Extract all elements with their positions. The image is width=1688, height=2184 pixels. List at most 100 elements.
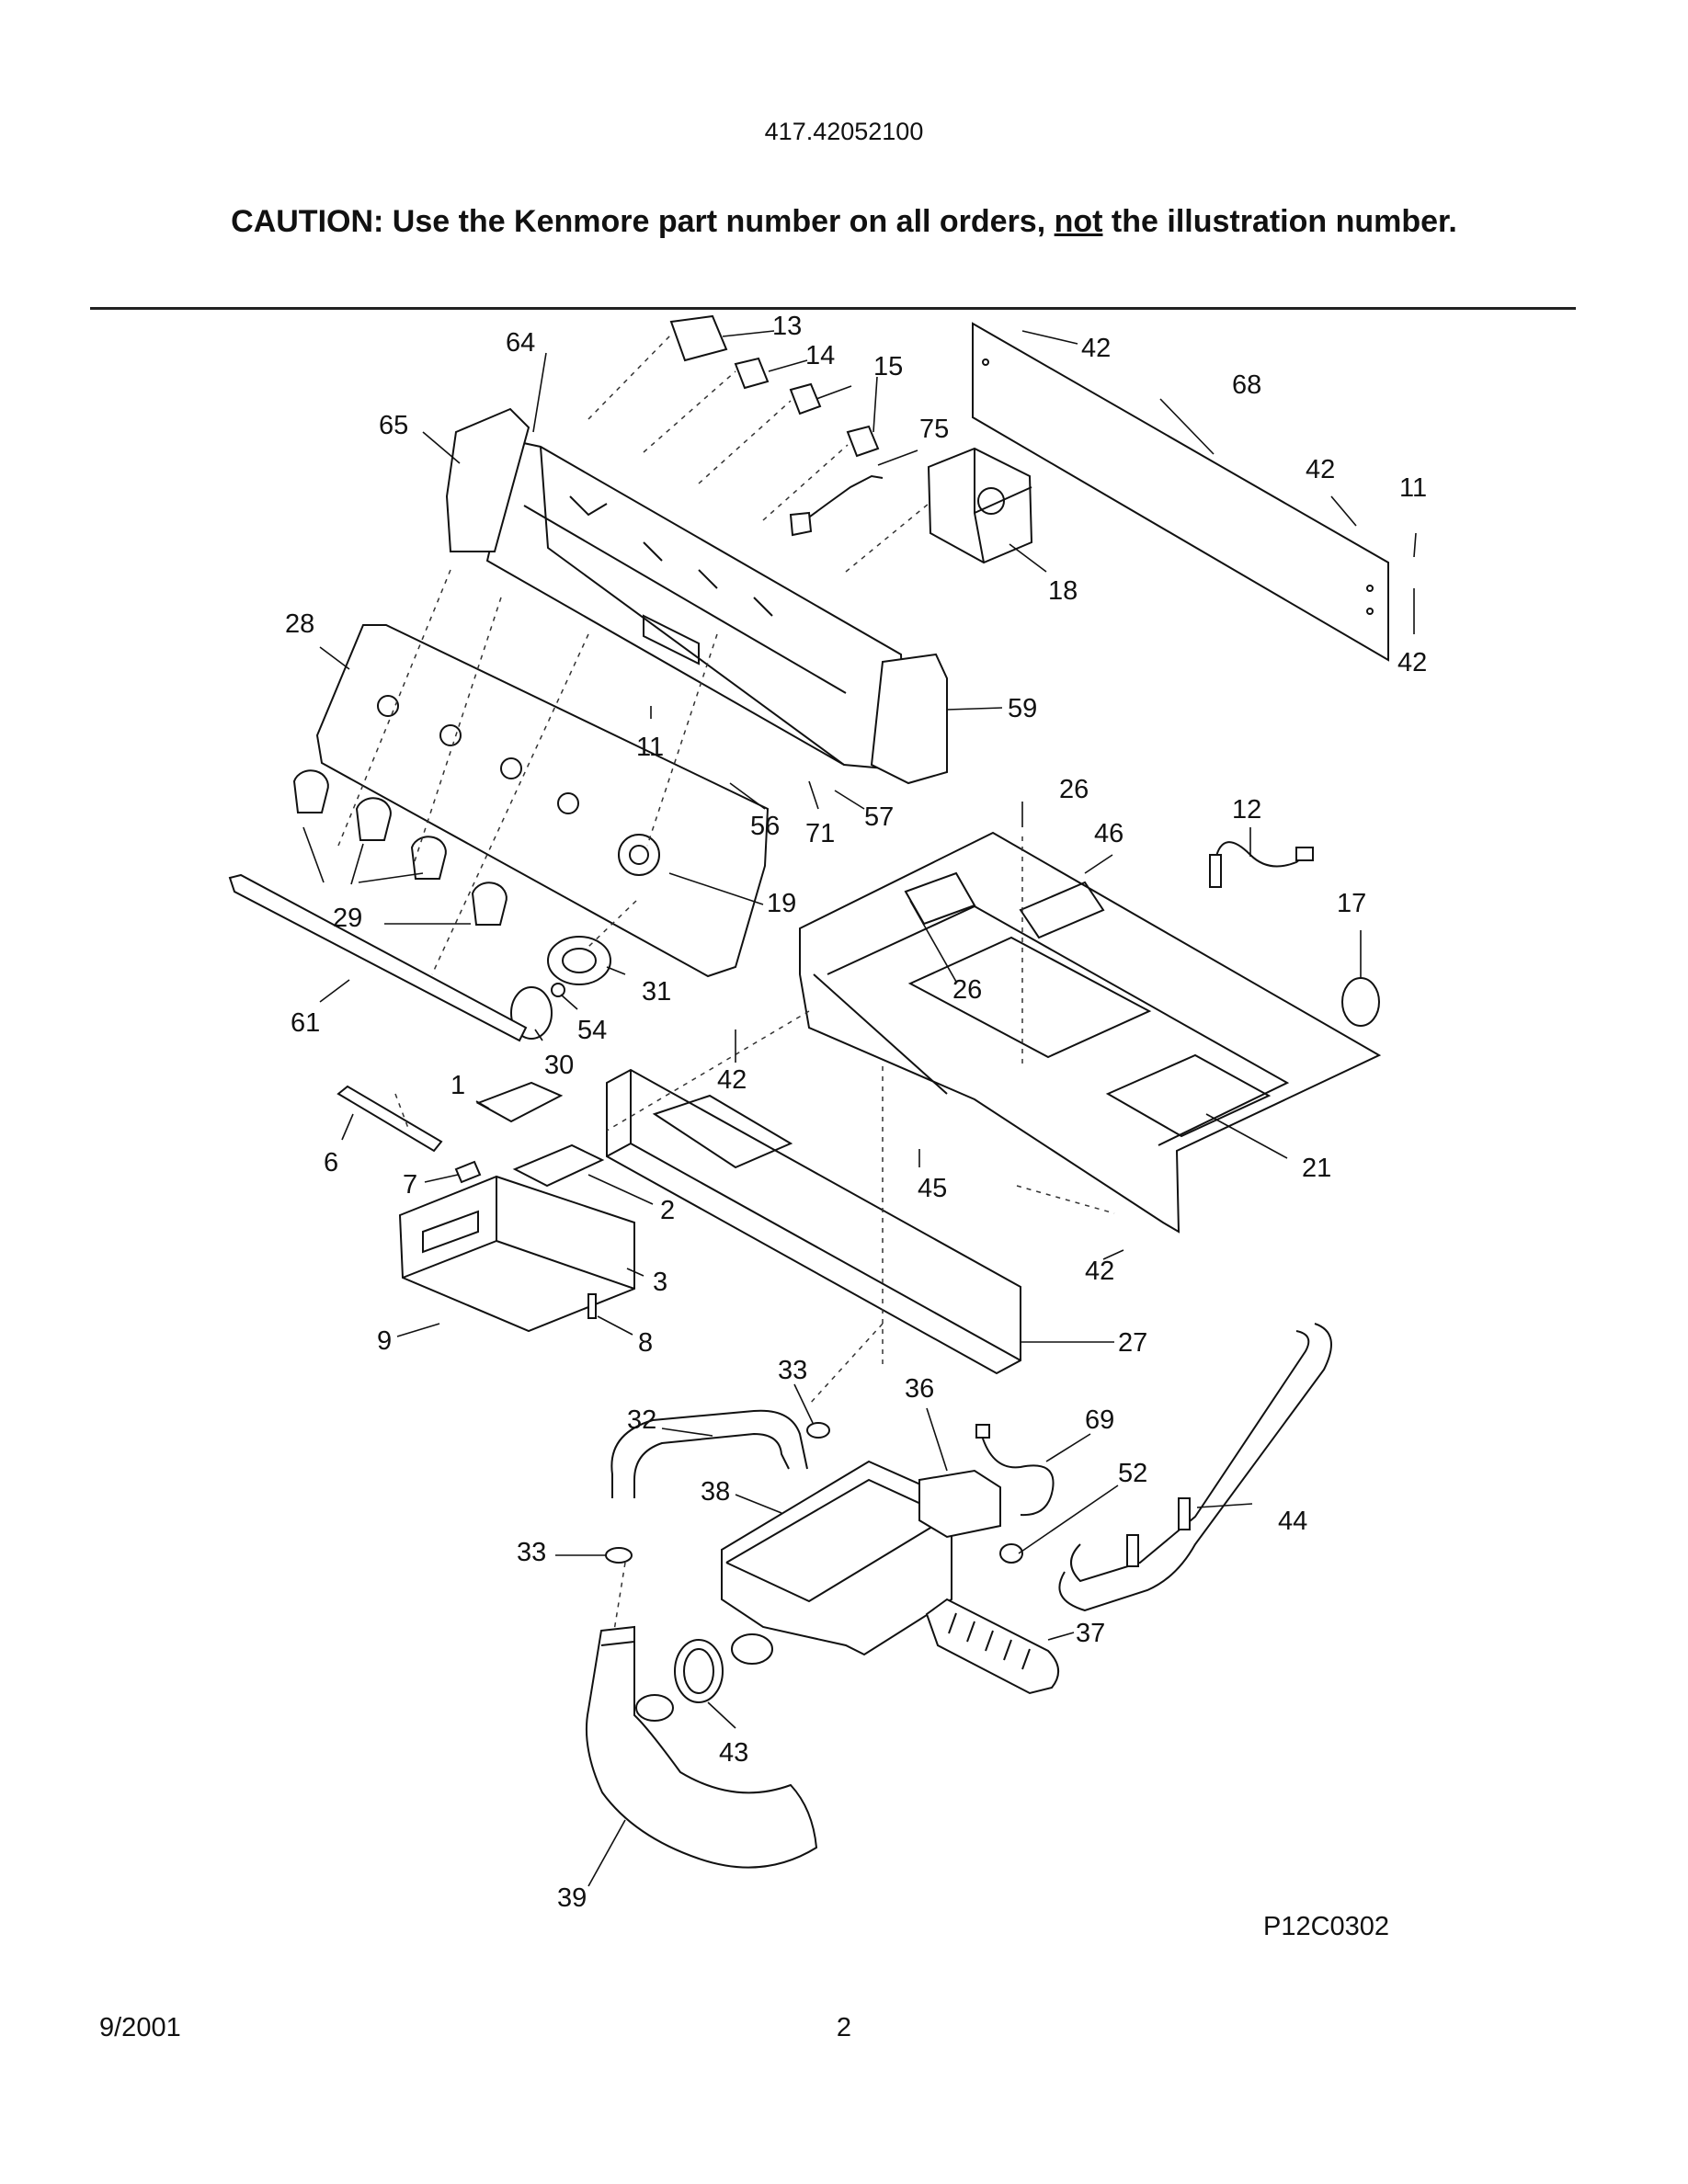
knob-29a [292, 769, 329, 813]
callout: 13 [772, 312, 802, 341]
callout: 6 [324, 1148, 338, 1177]
dispenser-drawer [398, 1175, 635, 1333]
knob-29d [471, 882, 508, 926]
dispenser-lid-1 [475, 1081, 564, 1123]
callout: 65 [379, 411, 408, 440]
callout: 26 [1059, 775, 1089, 804]
pressure-switch-17 [1341, 977, 1380, 1027]
callout: 21 [1302, 1154, 1331, 1183]
header-rule [90, 307, 1576, 310]
knob-29b [355, 797, 392, 841]
callout: 33 [517, 1538, 546, 1567]
callout: 11 [1399, 473, 1427, 503]
rear-panel [972, 322, 1389, 662]
callout-labels: 13 64 14 15 42 68 65 75 42 11 18 28 59 4… [285, 312, 1427, 1913]
spring-7 [454, 1160, 482, 1184]
callout: 12 [1232, 795, 1261, 825]
callout: 42 [1081, 334, 1111, 363]
callout: 45 [918, 1174, 947, 1203]
gasket-43 [674, 1639, 724, 1703]
dispenser-lid-2 [512, 1143, 605, 1188]
vent-duct-39 [585, 1625, 818, 1869]
callout: 30 [544, 1051, 574, 1080]
callout: 64 [506, 328, 535, 358]
callout: 56 [750, 812, 780, 841]
callout: 28 [285, 609, 314, 639]
callout: 8 [638, 1328, 653, 1358]
bellows-hose-37 [925, 1598, 1059, 1695]
callout: 38 [701, 1477, 730, 1507]
overlay-panel [315, 624, 770, 978]
caution-emphasis: not [1054, 204, 1103, 239]
switch-14 [734, 357, 770, 390]
callout: 1 [451, 1071, 465, 1100]
callout: 11 [636, 733, 664, 762]
callout: 15 [873, 352, 903, 381]
mounting-bracket [799, 831, 1382, 1234]
sensor-12 [1215, 841, 1306, 882]
callout: 29 [333, 904, 362, 933]
callout: 19 [767, 889, 796, 918]
callout: 71 [805, 819, 835, 848]
leader-lines [302, 330, 1417, 1887]
switch-15b [846, 425, 880, 458]
caution-suffix: the illustration number. [1102, 204, 1457, 239]
callout: 36 [905, 1374, 934, 1404]
caution-notice: CAUTION: Use the Kenmore part number on … [0, 204, 1688, 240]
callout: 46 [1094, 819, 1123, 848]
revision-date: 9/2001 [99, 2013, 181, 2042]
callout: 61 [291, 1008, 320, 1038]
callout: 7 [403, 1170, 417, 1200]
callout: 26 [952, 975, 982, 1005]
callout: 42 [1306, 455, 1335, 484]
clamp-33b [605, 1547, 633, 1564]
callout: 37 [1076, 1619, 1105, 1648]
knob-29c [410, 836, 447, 880]
callout: 2 [660, 1196, 675, 1225]
pin-8 [587, 1293, 597, 1319]
drain-hose-44 [1058, 1323, 1332, 1612]
callout: 68 [1232, 370, 1261, 400]
callout: 52 [1118, 1459, 1147, 1488]
switch-15a [789, 382, 822, 415]
spring-54 [551, 983, 565, 997]
callout: 33 [778, 1356, 807, 1385]
hose-clamp-52 [999, 1543, 1023, 1564]
dispenser-housing [721, 1460, 952, 1656]
console-end-cap-left [445, 407, 530, 552]
siphon-6 [336, 1085, 443, 1153]
callout: 43 [719, 1738, 748, 1768]
callout: 42 [1085, 1257, 1114, 1286]
callout: 44 [1278, 1507, 1307, 1536]
callout: 17 [1337, 889, 1366, 918]
water-valve [918, 1469, 1001, 1539]
callout: 57 [864, 802, 894, 832]
callout: 69 [1085, 1405, 1114, 1435]
callout: 14 [805, 341, 835, 370]
trim-strip [228, 873, 528, 1042]
fill-hose-32 [610, 1409, 808, 1498]
callout: 9 [377, 1326, 392, 1356]
model-number: 417.42052100 [764, 118, 924, 145]
callout: 54 [577, 1016, 607, 1045]
wire-harness-69 [981, 1435, 1055, 1517]
figure-id: P12C0302 [1263, 1912, 1390, 1941]
switch-13 [669, 314, 728, 362]
callout: 31 [642, 977, 671, 1007]
callout: 18 [1048, 576, 1078, 606]
knob-ring-31 [547, 936, 611, 985]
callout: 27 [1118, 1328, 1147, 1358]
console-end-cap-right [870, 653, 948, 785]
callout: 59 [1008, 694, 1037, 723]
clamp-33a [806, 1422, 830, 1439]
callout: 32 [627, 1405, 656, 1435]
caution-prefix: CAUTION: Use the Kenmore part number on … [231, 204, 1055, 239]
callout: 42 [717, 1065, 747, 1095]
callout: 42 [1397, 648, 1427, 677]
wire-harness [799, 474, 884, 525]
callout: 39 [557, 1883, 587, 1913]
page-number: 2 [836, 2013, 852, 2042]
callout: 75 [919, 415, 949, 444]
callout: 3 [653, 1268, 667, 1297]
